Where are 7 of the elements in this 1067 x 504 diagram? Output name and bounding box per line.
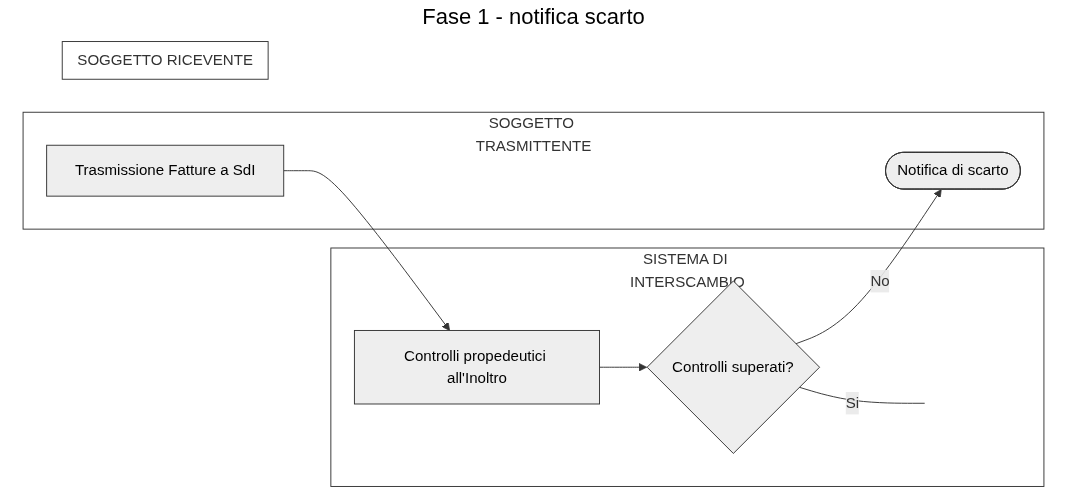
node-box: SOGGETTO RICEVENTE bbox=[61, 41, 269, 80]
edge-label: Si bbox=[845, 394, 860, 411]
edge-label: No bbox=[870, 272, 890, 289]
node-box: Controlli propedeutici all'Inoltro bbox=[353, 330, 600, 405]
connector bbox=[798, 386, 926, 404]
node-box: Trasmissione Fatture a SdI bbox=[46, 144, 285, 197]
diagram-title: Fase 1 - notifica scarto bbox=[421, 4, 646, 30]
